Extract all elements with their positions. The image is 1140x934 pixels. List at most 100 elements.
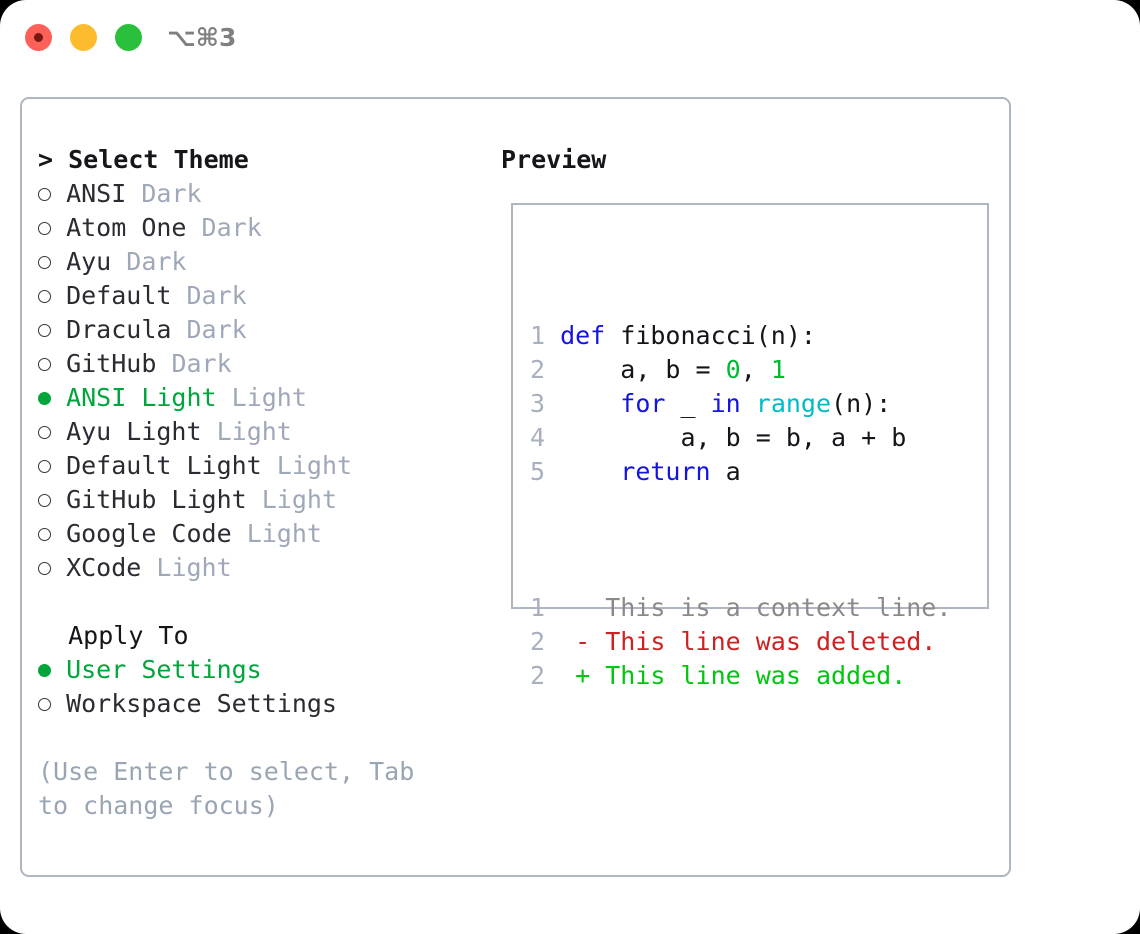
theme-option-variant: Dark bbox=[186, 315, 247, 344]
code-token: (n): bbox=[831, 389, 892, 418]
code-token: in bbox=[710, 389, 741, 418]
diff-line: 2 - This line was deleted. bbox=[530, 625, 951, 659]
code-token bbox=[741, 389, 756, 418]
theme-option-variant: Dark bbox=[171, 349, 232, 378]
theme-option-variant: Light bbox=[261, 485, 338, 514]
close-button[interactable] bbox=[25, 24, 52, 51]
theme-option-variant: Dark bbox=[201, 213, 262, 242]
theme-list[interactable]: ANSI Dark Atom One Dark Ayu Dark Default… bbox=[38, 177, 498, 585]
code-token bbox=[560, 457, 620, 486]
theme-option-variant: Dark bbox=[141, 179, 202, 208]
code-token: return bbox=[620, 457, 711, 486]
apply-to-heading-label: Apply To bbox=[68, 621, 189, 650]
apply-to-option[interactable]: Workspace Settings bbox=[38, 687, 498, 721]
radio-unselected-icon bbox=[38, 517, 51, 551]
theme-option-variant: Light bbox=[216, 417, 292, 446]
list-spacer bbox=[38, 585, 498, 619]
theme-option[interactable]: Atom One Dark bbox=[38, 211, 498, 245]
radio-unselected-icon bbox=[38, 347, 51, 381]
title-bar: ⌥⌘3 bbox=[0, 0, 1140, 76]
code-token: a bbox=[710, 457, 741, 486]
theme-option[interactable]: Default Dark bbox=[38, 279, 498, 313]
code-token: 0 bbox=[725, 355, 741, 384]
radio-unselected-icon bbox=[38, 177, 51, 211]
code-line: 3 for _ in range(n): bbox=[530, 387, 951, 421]
line-number: 5 bbox=[530, 457, 546, 486]
theme-option[interactable]: Ayu Light Light bbox=[38, 415, 498, 449]
apply-to-option-label: User Settings bbox=[66, 655, 262, 684]
radio-unselected-icon bbox=[38, 483, 51, 517]
theme-option-name: GitHub bbox=[66, 349, 157, 378]
theme-option-name: ANSI bbox=[66, 179, 127, 208]
line-number: 3 bbox=[530, 389, 546, 418]
maximize-button[interactable] bbox=[115, 24, 142, 51]
radio-selected-icon bbox=[38, 381, 51, 415]
theme-option-name: Google Code bbox=[66, 519, 232, 548]
theme-option[interactable]: Dracula Dark bbox=[38, 313, 498, 347]
theme-option[interactable]: ANSI Dark bbox=[38, 177, 498, 211]
line-number: 4 bbox=[530, 423, 546, 452]
theme-option-name: Ayu Light bbox=[66, 417, 202, 446]
theme-option[interactable]: Default Light Light bbox=[38, 449, 498, 483]
theme-option[interactable]: XCode Light bbox=[38, 551, 498, 585]
radio-unselected-icon bbox=[38, 313, 51, 347]
theme-option-variant: Light bbox=[246, 519, 322, 548]
diff-text: This line was added. bbox=[590, 661, 907, 690]
radio-selected-icon bbox=[38, 653, 51, 687]
code-token: range bbox=[755, 389, 832, 418]
line-number: 2 bbox=[530, 627, 546, 656]
code-token: a, b = b, a + b bbox=[560, 423, 907, 452]
theme-option[interactable]: GitHub Light Light bbox=[38, 483, 498, 517]
preview-column: Preview bbox=[501, 143, 1001, 177]
code-line: 2 a, b = 0, 1 bbox=[530, 353, 951, 387]
radio-unselected-icon bbox=[38, 279, 51, 313]
diff-marker: + bbox=[575, 661, 591, 690]
radio-unselected-icon bbox=[38, 211, 51, 245]
keyboard-shortcut-label: ⌥⌘3 bbox=[167, 23, 237, 52]
code-token: a, b = bbox=[560, 355, 726, 384]
theme-option-name: ANSI Light bbox=[66, 383, 217, 412]
select-theme-heading: > Select Theme bbox=[38, 143, 498, 177]
theme-option-name: Default bbox=[66, 281, 172, 310]
diff-marker: - bbox=[575, 627, 591, 656]
line-number: 1 bbox=[530, 593, 546, 622]
apply-to-heading: Apply To bbox=[38, 619, 498, 653]
minimize-button[interactable] bbox=[70, 24, 97, 51]
code-line: 4 a, b = b, a + b bbox=[530, 421, 951, 455]
code-token: def bbox=[560, 321, 606, 350]
theme-option-name: GitHub Light bbox=[66, 485, 247, 514]
diff-line: 2 + This line was added. bbox=[530, 659, 951, 693]
select-theme-heading-label: Select Theme bbox=[68, 145, 249, 174]
diff-text: This is a context line. bbox=[590, 593, 952, 622]
radio-unselected-icon bbox=[38, 449, 51, 483]
theme-option[interactable]: Ayu Dark bbox=[38, 245, 498, 279]
apply-to-option-label: Workspace Settings bbox=[66, 689, 337, 718]
theme-option[interactable]: Google Code Light bbox=[38, 517, 498, 551]
diff-line: 1 This is a context line. bbox=[530, 591, 951, 625]
theme-picker-column: > Select Theme ANSI Dark Atom One Dark A… bbox=[38, 143, 498, 823]
code-token: 1 bbox=[770, 355, 786, 384]
code-line: 5 return a bbox=[530, 455, 951, 489]
main-panel: > Select Theme ANSI Dark Atom One Dark A… bbox=[20, 97, 1011, 877]
code-token bbox=[560, 389, 620, 418]
preview-heading: Preview bbox=[501, 145, 607, 174]
apply-to-option[interactable]: User Settings bbox=[38, 653, 498, 687]
radio-unselected-icon bbox=[38, 687, 51, 721]
caret-icon: > bbox=[38, 145, 54, 174]
radio-unselected-icon bbox=[38, 551, 51, 585]
theme-option-name: Ayu bbox=[66, 247, 112, 276]
apply-to-list[interactable]: User Settings Workspace Settings bbox=[38, 653, 498, 721]
theme-option[interactable]: ANSI Light Light bbox=[38, 381, 498, 415]
theme-option[interactable]: GitHub Dark bbox=[38, 347, 498, 381]
window-controls bbox=[25, 24, 142, 51]
keyboard-hint: (Use Enter to select, Tab to change focu… bbox=[38, 757, 415, 820]
theme-option-variant: Light bbox=[156, 553, 232, 582]
theme-option-name: Atom One bbox=[66, 213, 187, 242]
theme-option-variant: Light bbox=[276, 451, 353, 480]
line-number: 2 bbox=[530, 661, 546, 690]
code-line: 1 def fibonacci(n): bbox=[530, 319, 951, 353]
diff-text: This line was deleted. bbox=[590, 627, 937, 656]
